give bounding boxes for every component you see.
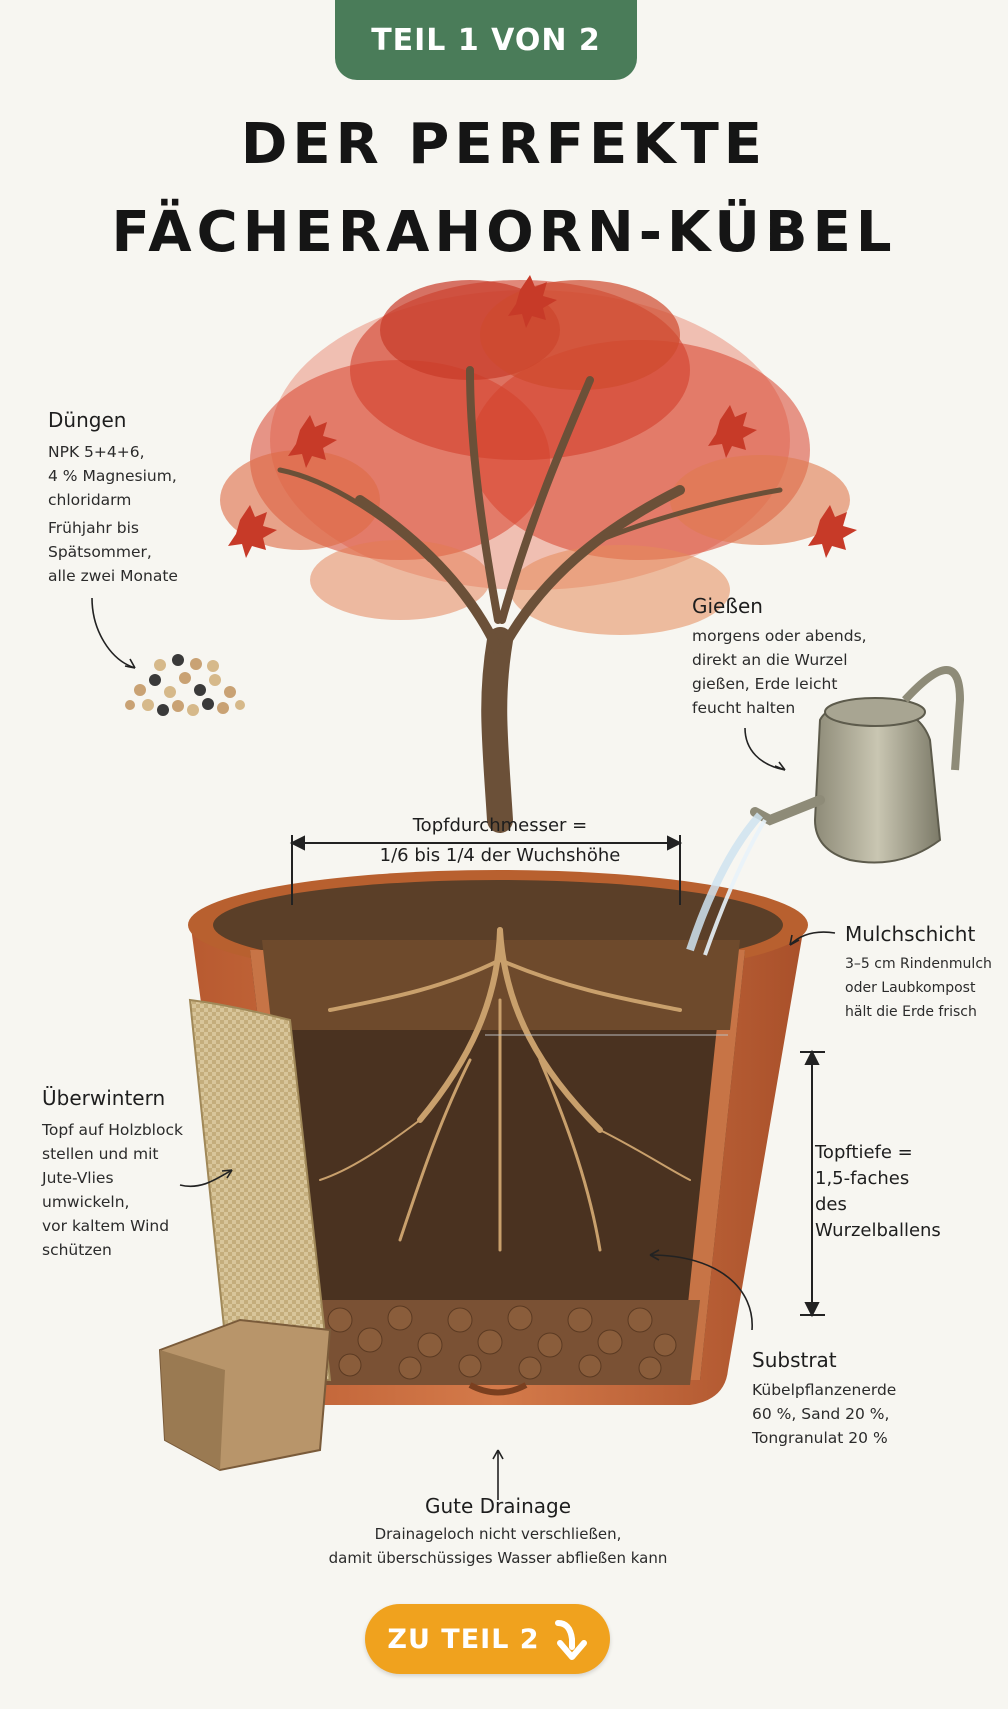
duengen-line3: chloridarm	[48, 491, 132, 509]
terracotta-pot	[188, 870, 808, 1405]
fertilizer-granules-icon	[125, 654, 245, 716]
mulch-line2: oder Laubkompost	[845, 980, 976, 996]
topfdurchmesser-line2: 1/6 bis 1/4 der Wuchshöhe	[379, 845, 621, 866]
duengen-line6: alle zwei Monate	[48, 567, 178, 585]
tree-trunk	[277, 366, 783, 833]
giessen-line3: gießen, Erde leicht	[692, 675, 838, 693]
duengen-line4: Frühjahr bis	[48, 519, 139, 537]
drainage-block: Gute Drainage Drainageloch nicht verschl…	[300, 1494, 696, 1570]
topftiefe-block: Topftiefe = 1,5-faches des Wurzelballens	[815, 1140, 985, 1244]
topftiefe-line3: des	[815, 1194, 847, 1215]
ueberwintern-line6: schützen	[42, 1241, 112, 1259]
tree-roots	[319, 927, 691, 1252]
part-badge: TEIL 1 VON 2	[335, 0, 637, 80]
next-part-button[interactable]: ZU TEIL 2	[365, 1604, 610, 1674]
duengen-line5: Spätsommer,	[48, 543, 152, 561]
drainage-line1: Drainageloch nicht verschließen,	[374, 1525, 622, 1543]
topfdurchmesser-block: Topfdurchmesser =	[330, 815, 670, 836]
ueberwintern-line2: stellen und mit	[42, 1145, 159, 1163]
pot-depth-dimension	[800, 1049, 825, 1318]
substrat-line2: 60 %, Sand 20 %,	[752, 1405, 890, 1423]
topftiefe-line4: Wurzelballens	[815, 1220, 941, 1241]
page-title-line1: DER PERFEKTE	[240, 112, 768, 177]
ueberwintern-line4: umwickeln,	[42, 1193, 130, 1211]
duengen-line1: NPK 5+4+6,	[48, 443, 145, 461]
next-part-label: ZU TEIL 2	[387, 1623, 540, 1655]
substrat-line3: Tongranulat 20 %	[752, 1429, 888, 1447]
ueberwintern-line5: vor kaltem Wind	[42, 1217, 170, 1235]
wooden-block	[158, 1318, 332, 1472]
substrat-block: Substrat Kübelpflanzenerde 60 %, Sand 20…	[752, 1348, 952, 1450]
substrat-heading: Substrat	[752, 1348, 837, 1372]
mulch-line1: 3–5 cm Rindenmulch	[845, 956, 992, 972]
giessen-heading: Gießen	[692, 594, 763, 618]
giessen-line4: feucht halten	[692, 699, 796, 717]
mulch-heading: Mulchschicht	[845, 922, 976, 946]
topftiefe-line1: Topftiefe =	[815, 1142, 913, 1163]
tree-crown	[220, 275, 857, 635]
ueberwintern-line3: Jute-Vlies	[42, 1169, 114, 1187]
drainage-heading: Gute Drainage	[424, 1494, 572, 1518]
substrat-line1: Kübelpflanzenerde	[752, 1381, 897, 1399]
mulch-line3: hält die Erde frisch	[845, 1004, 977, 1020]
drainage-line2: damit überschüssiges Wasser abfließen ka…	[328, 1549, 668, 1567]
giessen-block: Gießen morgens oder abends, direkt an di…	[692, 594, 932, 720]
pot-diameter-dimension	[289, 835, 683, 905]
ueberwintern-heading: Überwintern	[42, 1086, 166, 1110]
duengen-line2: 4 % Magnesium,	[48, 467, 177, 485]
arrow-down-icon	[554, 1620, 587, 1660]
pointer-arrows	[91, 597, 836, 1500]
topfdurchmesser-line1: Topfdurchmesser =	[412, 815, 588, 836]
ueberwintern-block: Überwintern Topf auf Holzblock stellen u…	[42, 1086, 222, 1262]
giessen-line2: direkt an die Wurzel	[692, 651, 848, 669]
watering-can-icon	[686, 666, 965, 956]
duengen-block: Düngen NPK 5+4+6, 4 % Magnesium, chlorid…	[48, 408, 248, 588]
ueberwintern-line1: Topf auf Holzblock	[42, 1121, 183, 1139]
topfdurchmesser-block-2: 1/6 bis 1/4 der Wuchshöhe	[330, 845, 670, 866]
page-title-line2: FÄCHERAHORN-KÜBEL	[111, 200, 897, 265]
mulch-block: Mulchschicht 3–5 cm Rindenmulch oder Lau…	[845, 922, 1005, 1024]
giessen-line1: morgens oder abends,	[692, 627, 867, 645]
topftiefe-line2: 1,5-faches	[815, 1168, 910, 1189]
duengen-heading: Düngen	[48, 408, 127, 432]
